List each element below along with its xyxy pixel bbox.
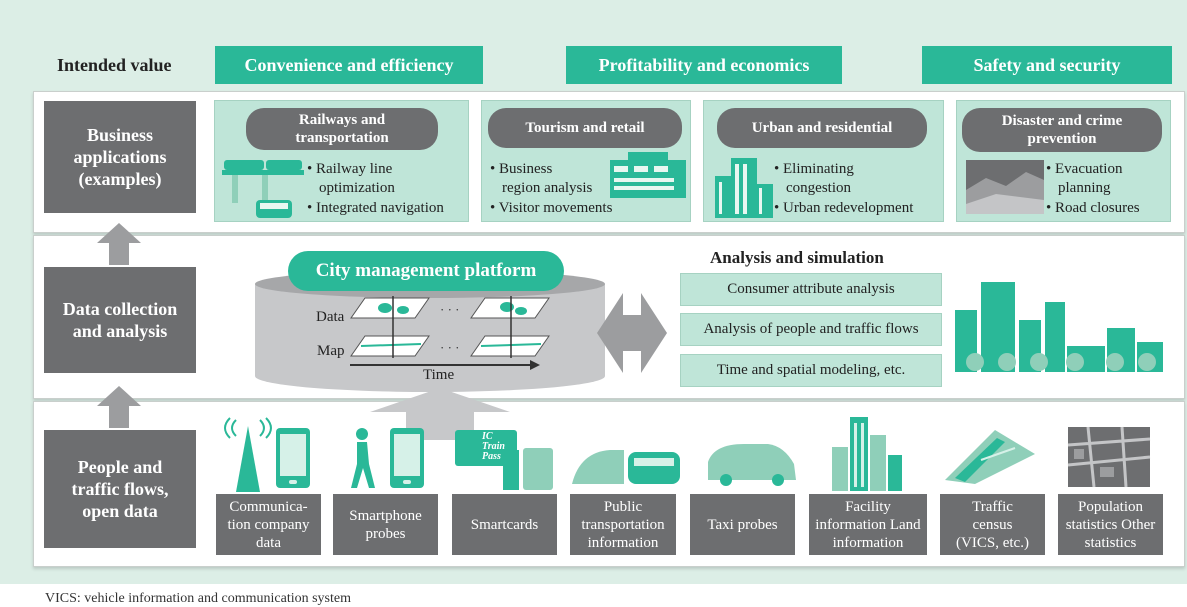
buildings-icon (715, 158, 773, 218)
row-label-people: People and traffic flows, open data (44, 430, 196, 548)
bus-train-icon (572, 450, 680, 484)
phone-icon (276, 428, 310, 488)
footnote: VICS: vehicle information and communicat… (45, 591, 351, 606)
app-bullet: congestion (786, 180, 851, 196)
platform-title: City management platform (288, 251, 564, 291)
row-label-data: Data collection and analysis (44, 267, 196, 373)
app-title-railways: Railways and transportation (246, 108, 438, 150)
cell-tower-icon (224, 417, 272, 492)
up-arrow-icon (97, 386, 141, 406)
skyline-icon (955, 282, 1163, 372)
source-taxi: Taxi probes (690, 494, 795, 555)
big-up-arrow-icon (370, 388, 510, 440)
shop-icon (610, 152, 686, 198)
value-safety: Safety and security (922, 46, 1172, 84)
app-bullet: • Railway line (307, 161, 393, 177)
platform-data-label: Data (316, 309, 345, 325)
source-communication: Communica-tion company data (216, 494, 321, 555)
app-bullet: • Visitor movements (490, 200, 613, 216)
disaster-photo-icon (966, 160, 1044, 214)
app-title-urban: Urban and residential (717, 108, 927, 148)
highway-icon (945, 430, 1035, 484)
up-arrow-stem (109, 405, 129, 428)
source-facility: Facility information Land information (809, 494, 927, 555)
app-bullet: • Integrated navigation (307, 200, 444, 216)
app-bullet: • Evacuation (1046, 161, 1123, 177)
walking-person-icon (351, 428, 375, 488)
analysis-title: Analysis and simulation (710, 248, 884, 267)
aerial-map-icon (1067, 426, 1151, 488)
phone-icon (390, 428, 424, 488)
double-arrow-icon (597, 293, 667, 373)
analysis-item: Analysis of people and traffic flows (680, 313, 942, 346)
smartcard-icon (455, 430, 517, 466)
app-bullet: • Urban redevelopment (774, 200, 914, 216)
app-title-disaster: Disaster and crime prevention (962, 108, 1162, 152)
value-convenience: Convenience and efficiency (215, 46, 483, 84)
analysis-item: Time and spatial modeling, etc. (680, 354, 942, 387)
source-population: Population statistics Other statistics (1058, 494, 1163, 555)
up-arrow-stem (109, 242, 129, 265)
row-label-business: Business applications (examples) (44, 101, 196, 213)
time-arrow-icon (350, 360, 540, 370)
app-bullet: planning (1058, 180, 1111, 196)
data-map-layers (350, 296, 550, 358)
platform-time-label: Time (423, 367, 455, 383)
app-bullet: • Road closures (1046, 200, 1140, 216)
platform-map-label: Map (317, 343, 345, 359)
ellipsis-map: · · · (440, 340, 460, 355)
value-profitability: Profitability and economics (566, 46, 842, 84)
analysis-item: Consumer attribute analysis (680, 273, 942, 306)
ticket-gate-icon (503, 436, 553, 490)
app-bullet: region analysis (502, 180, 593, 196)
source-traffic-census: Traffic census (VICS, etc.) (940, 494, 1045, 555)
up-arrow-icon (97, 223, 141, 243)
app-bullet: optimization (319, 180, 395, 196)
app-title-tourism: Tourism and retail (488, 108, 682, 148)
source-smartcards: Smartcards (452, 494, 557, 555)
app-bullet: • Eliminating (774, 161, 854, 177)
smartcard-label: IC Train Pass (482, 431, 505, 462)
ellipsis-data: · · · (440, 302, 460, 317)
taxi-icon (708, 444, 796, 486)
intended-value-label: Intended value (57, 55, 172, 75)
facility-buildings-icon (832, 417, 902, 491)
train-icon (222, 160, 304, 218)
source-public-transport: Public transportation information (570, 494, 676, 555)
source-smartphone: Smartphone probes (333, 494, 438, 555)
app-bullet: • Business (490, 161, 553, 177)
